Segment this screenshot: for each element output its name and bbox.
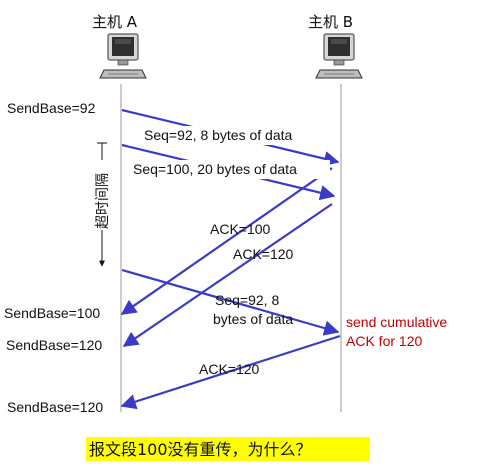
sendbase-120-final-label: SendBase=120	[7, 399, 103, 415]
timeout-label-background	[94, 160, 110, 230]
sendbase-100-label: SendBase=100	[4, 305, 100, 321]
computer-b-icon	[315, 33, 363, 79]
timeout-label: 超时间隔	[95, 173, 111, 229]
ack100-arrow	[120, 167, 333, 315]
computer-a-icon	[99, 33, 147, 79]
seq100-label: Seq=100, 20 bytes of data	[133, 161, 297, 177]
sendbase-92-label: SendBase=92	[7, 100, 96, 116]
ack120-label: ACK=120	[233, 246, 294, 262]
sendbase-120-label: SendBase=120	[6, 337, 102, 353]
ack120-cumulative-arrow	[120, 334, 341, 410]
host-a-label: 主机 A	[92, 13, 138, 31]
seq92-label: Seq=92, 8 bytes of data	[144, 127, 292, 143]
seq92-resend-label-line1: Seq=92, 8	[215, 292, 279, 308]
host-b-label: 主机 B	[308, 13, 353, 31]
host-b-note-line1: send cumulative	[346, 314, 447, 330]
seq92-label-background	[140, 126, 338, 145]
host-b-note-line2: ACK for 120	[346, 333, 422, 349]
question-text: 报文段100没有重传，为什么？	[89, 440, 312, 459]
ack100-label: ACK=100	[210, 221, 271, 237]
ack120-cumulative-label: ACK=120	[199, 361, 260, 377]
seq92-resend-label-line2: bytes of data	[213, 311, 293, 327]
question-highlight	[86, 437, 370, 461]
seq100-label-background	[130, 160, 330, 179]
seq92-resend-arrow	[121, 268, 340, 336]
ack120-arrow	[122, 203, 333, 347]
